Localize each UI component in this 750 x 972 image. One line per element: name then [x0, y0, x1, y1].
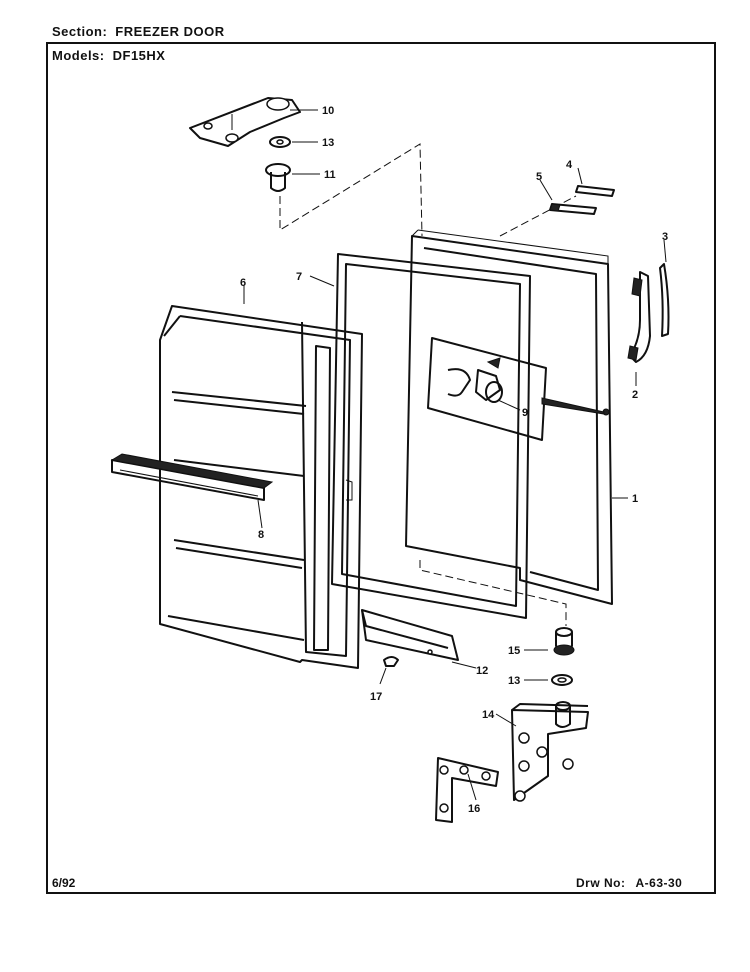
callout-7: 7: [296, 271, 302, 283]
drw-label: Drw No:: [576, 876, 626, 890]
part-6-door-liner: [159, 305, 363, 669]
callout-3: 3: [662, 231, 668, 243]
drw-value: A-63-30: [635, 876, 683, 890]
part-13-lower-washer: [551, 674, 573, 686]
part-15-pin-bushing: [553, 627, 575, 656]
callout-1: 1: [632, 493, 638, 505]
callout-8: 8: [258, 529, 264, 541]
section-value: FREEZER DOOR: [115, 24, 225, 39]
models-label: Models:: [52, 48, 105, 63]
part-10-top-hinge: [189, 97, 301, 147]
part-9-latch-inset: [427, 337, 605, 441]
alignment-line-top: [279, 143, 423, 237]
part-14-bottom-hinge: [511, 701, 589, 802]
part-2-handle: [627, 271, 651, 363]
part-7-gasket: [331, 253, 531, 619]
callout-15: 15: [508, 645, 520, 657]
part-11-bushing: [265, 163, 291, 192]
callout-17: 17: [370, 691, 382, 703]
callout-11: 11: [324, 169, 336, 181]
part-12-bottom-trim: [361, 609, 459, 661]
callout-13-upper: 13: [322, 137, 334, 149]
footer-drawing-number: Drw No: A-63-30: [576, 876, 682, 890]
callout-5: 5: [536, 171, 542, 183]
part-3-handle-trim: [659, 263, 670, 337]
models-header: Models: DF15HX: [52, 48, 165, 63]
callout-2: 2: [632, 389, 638, 401]
callout-6: 6: [240, 277, 246, 289]
diagram-frame: [46, 42, 716, 894]
callout-13-lower: 13: [508, 675, 520, 687]
callout-4: 4: [566, 159, 573, 171]
callout-12: 12: [476, 665, 488, 677]
alignment-line-bottom: [419, 560, 567, 626]
part-5-strip: [549, 203, 597, 215]
part-8-shelf-bar: [110, 453, 274, 501]
leader-lines: [243, 109, 667, 801]
section-header: Section: FREEZER DOOR: [52, 24, 225, 39]
part-4-strip: [575, 185, 615, 197]
callout-14: 14: [482, 709, 495, 721]
part-16-bracket: [435, 757, 499, 823]
models-value: DF15HX: [112, 48, 166, 63]
callout-10: 10: [322, 105, 334, 117]
callout-9: 9: [522, 407, 528, 419]
footer-date: 6/92: [52, 876, 76, 890]
section-label: Section:: [52, 24, 108, 39]
part-1-door-panel: [405, 229, 613, 605]
part-13-upper-washer: [269, 136, 291, 148]
part-17-clip: [383, 656, 399, 667]
callout-16: 16: [468, 803, 480, 815]
alignment-line-strip: [499, 195, 577, 237]
